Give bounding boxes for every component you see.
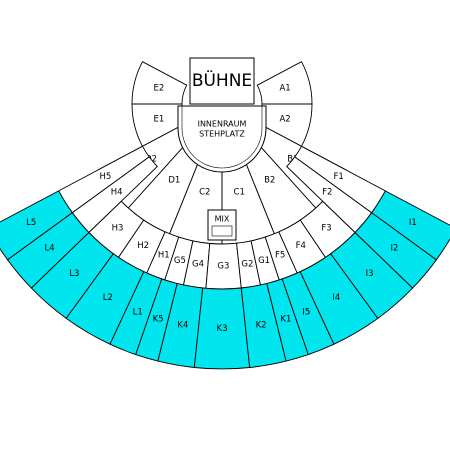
section-k3[interactable] <box>193 287 251 370</box>
mix-desk-inner <box>211 225 233 237</box>
mix-desk <box>207 209 237 241</box>
floor-area-inner <box>181 105 263 169</box>
section-i1[interactable] <box>371 190 450 261</box>
floor-area[interactable] <box>177 105 267 173</box>
stage-label: BÜHNE <box>192 69 252 91</box>
floor-label-line2: STEHPLATZ <box>199 130 245 139</box>
mix-label: MIX <box>215 215 230 224</box>
section-g3[interactable] <box>205 242 242 290</box>
stage <box>189 57 255 105</box>
section-a1[interactable] <box>256 61 313 105</box>
section-e2[interactable] <box>131 61 188 105</box>
floor-label-line1: INNENRAUM <box>198 120 247 129</box>
